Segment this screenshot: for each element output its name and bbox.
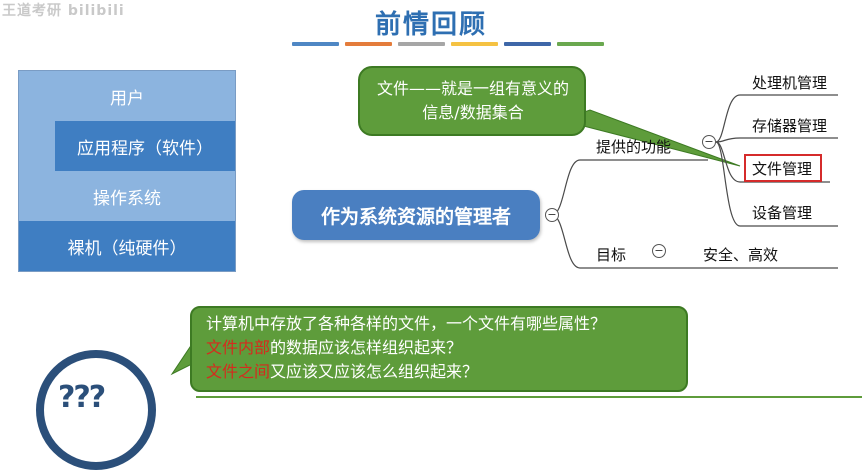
collapse-goal-icon[interactable]: − (652, 244, 666, 258)
file-management-highlight-box (744, 154, 822, 182)
file-definition-callout: 文件——就是一组有意义的信息/数据集合 (358, 66, 586, 136)
node-goal[interactable]: 目标 (596, 246, 627, 264)
question-line-1: 计算机中存放了各种各样的文件，一个文件有哪些属性？ (206, 314, 607, 333)
layer-hardware: 裸机（纯硬件） (19, 221, 235, 271)
node-file-management[interactable]: 文件管理 (752, 160, 813, 178)
title-stripe-4 (504, 42, 551, 46)
question-line-2: 文件内部的数据应该怎样组织起来？ (206, 336, 686, 360)
question-callout: 计算机中存放了各种各样的文件，一个文件有哪些属性？ 文件内部的数据应该怎样组织起… (190, 306, 688, 392)
bottom-divider (196, 396, 862, 398)
slide-title: 前情回顾 (374, 10, 487, 40)
question-line-3-highlight: 文件之间 (206, 362, 271, 381)
question-mark-glyphs: ??? (58, 380, 106, 415)
title-color-stripes (292, 42, 604, 46)
node-memory-management[interactable]: 存储器管理 (752, 117, 828, 135)
layer-application: 应用程序（软件） (55, 121, 235, 171)
node-safe-efficient[interactable]: 安全、高效 (703, 246, 779, 264)
question-line-2-highlight: 文件内部 (206, 338, 271, 357)
title-stripe-1 (345, 42, 392, 46)
layer-os: 操作系统 (19, 171, 235, 221)
question-line-2-text: 的数据应该怎样组织起来？ (270, 338, 463, 357)
title-stripe-3 (451, 42, 498, 46)
title-stripe-2 (398, 42, 445, 46)
title-stripe-5 (557, 42, 604, 46)
layer-user: 用户 (19, 71, 235, 121)
title-stripe-0 (292, 42, 339, 46)
os-layer-diagram: 用户 应用程序（软件） 操作系统 裸机（纯硬件） (18, 70, 236, 272)
question-line-3: 文件之间又应该又应该怎么组织起来？ (206, 360, 686, 384)
node-device-management[interactable]: 设备管理 (752, 204, 813, 222)
collapse-root-icon[interactable]: − (545, 208, 559, 222)
collapse-functions-icon[interactable]: − (702, 135, 716, 149)
node-processor-management[interactable]: 处理机管理 (752, 74, 828, 92)
node-functions[interactable]: 提供的功能 (596, 138, 672, 156)
question-line-3-text: 又应该又应该怎么组织起来？ (270, 362, 479, 381)
layer-user-side (19, 121, 55, 171)
mindmap-root-node[interactable]: 作为系统资源的管理者 (292, 190, 540, 240)
watermark: 王道考研 bilibili (2, 3, 125, 19)
mindmap-connectors (551, 94, 838, 269)
